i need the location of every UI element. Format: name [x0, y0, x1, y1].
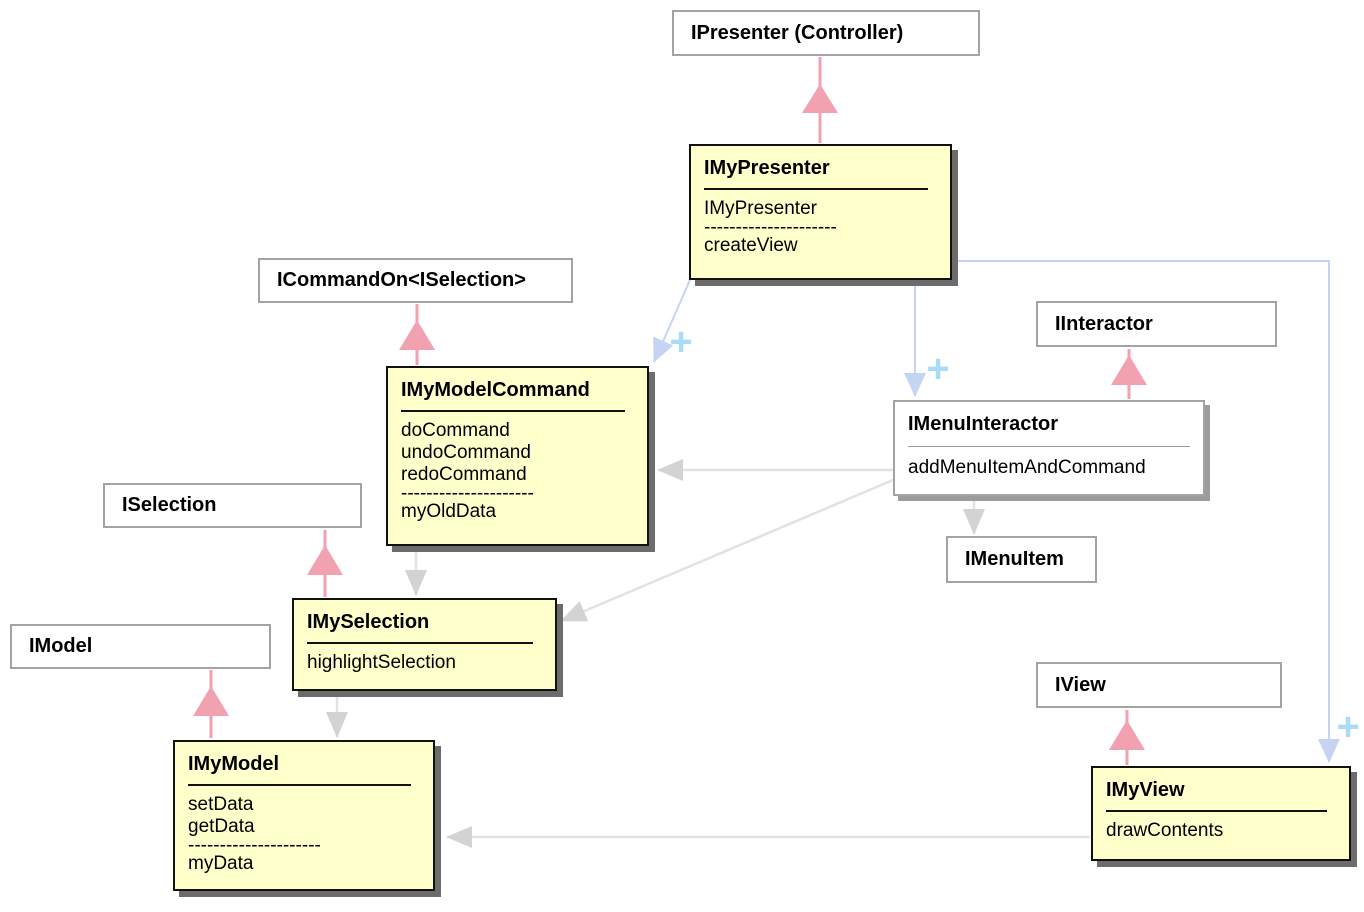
class-box-imymodelcommand: IMyModelCommand doCommand undoCommand re… — [386, 366, 649, 546]
member-divider: --------------------- — [401, 486, 534, 501]
class-box-imypresenter: IMyPresenter IMyPresenter --------------… — [689, 144, 952, 280]
interface-label-iview: IView — [1055, 673, 1106, 696]
member-row: undoCommand — [401, 442, 531, 463]
class-title-imypresenter: IMyPresenter — [704, 157, 830, 179]
class-box-imyview: IMyView drawContents — [1091, 766, 1351, 861]
interface-box-ipresenter: IPresenter (Controller) — [672, 10, 980, 56]
class-title-imenuinteractor: IMenuInteractor — [908, 413, 1059, 435]
composition-arrow-imypresenter-to-imymodelcommand — [653, 279, 691, 363]
interface-label-iinteractor: IInteractor — [1055, 312, 1153, 335]
composition-plus-label: + — [926, 347, 950, 391]
interface-label-imenuitem: IMenuItem — [965, 548, 1064, 570]
composition-plus-label: + — [669, 320, 693, 364]
generalization-arrow-imypresenter-to-ipresenter — [802, 57, 838, 143]
interface-label-imodel: IModel — [29, 635, 93, 657]
class-title-imymodelcommand: IMyModelCommand — [401, 379, 590, 401]
member-row: redoCommand — [401, 464, 527, 485]
member-row: setData — [188, 794, 254, 815]
title-underline — [704, 188, 928, 190]
generalization-arrow-imyview-to-iview — [1109, 710, 1145, 765]
title-underline — [401, 410, 625, 412]
member-row: doCommand — [401, 420, 510, 441]
member-divider: --------------------- — [704, 220, 837, 235]
interface-box-iselection: ISelection — [103, 483, 362, 528]
class-title-imyview: IMyView — [1106, 779, 1185, 801]
class-box-imenuinteractor: IMenuInteractor addMenuItemAndCommand — [893, 400, 1205, 496]
class-box-imymodel: IMyModel setData getData ---------------… — [173, 740, 435, 891]
composition-arrow-imypresenter-to-imyview — [953, 260, 1340, 763]
member-row: getData — [188, 816, 255, 837]
interface-box-iinteractor: IInteractor — [1036, 301, 1277, 347]
member-row: myOldData — [401, 501, 497, 522]
member-row: IMyPresenter — [704, 198, 817, 219]
interface-label-icommandon: ICommandOn<ISelection> — [277, 269, 526, 291]
member-row: addMenuItemAndCommand — [908, 457, 1146, 478]
title-underline — [908, 446, 1190, 447]
member-divider: --------------------- — [188, 838, 321, 853]
interface-box-icommandon: ICommandOn<ISelection> — [258, 258, 573, 303]
interface-label-iselection: ISelection — [122, 494, 217, 516]
generalization-arrow-imymodel-to-imodel — [193, 670, 229, 738]
class-box-imyselection: IMySelection highlightSelection — [292, 598, 557, 691]
member-row: highlightSelection — [307, 652, 456, 673]
dependency-arrow-imenuinteractor-to-imyselection — [560, 478, 894, 623]
interface-box-iview: IView — [1036, 662, 1282, 708]
title-underline — [188, 784, 411, 786]
class-title-imyselection: IMySelection — [307, 611, 430, 633]
member-row: myData — [188, 853, 254, 874]
generalization-arrow-imyselection-to-iselection — [307, 530, 343, 597]
class-title-imymodel: IMyModel — [188, 753, 280, 775]
generalization-arrow-imymodelcommand-to-icommandon — [399, 304, 435, 365]
member-row: drawContents — [1106, 820, 1224, 841]
member-row: createView — [704, 235, 798, 256]
title-underline — [307, 642, 533, 644]
title-underline — [1106, 810, 1327, 812]
generalization-arrow-imenuinteractor-to-iinteractor — [1111, 349, 1147, 399]
interface-box-imenuitem: IMenuItem — [946, 536, 1097, 583]
interface-label-ipresenter: IPresenter (Controller) — [691, 21, 904, 44]
interface-box-imodel: IModel — [10, 624, 271, 669]
composition-plus-label: + — [1336, 705, 1360, 749]
